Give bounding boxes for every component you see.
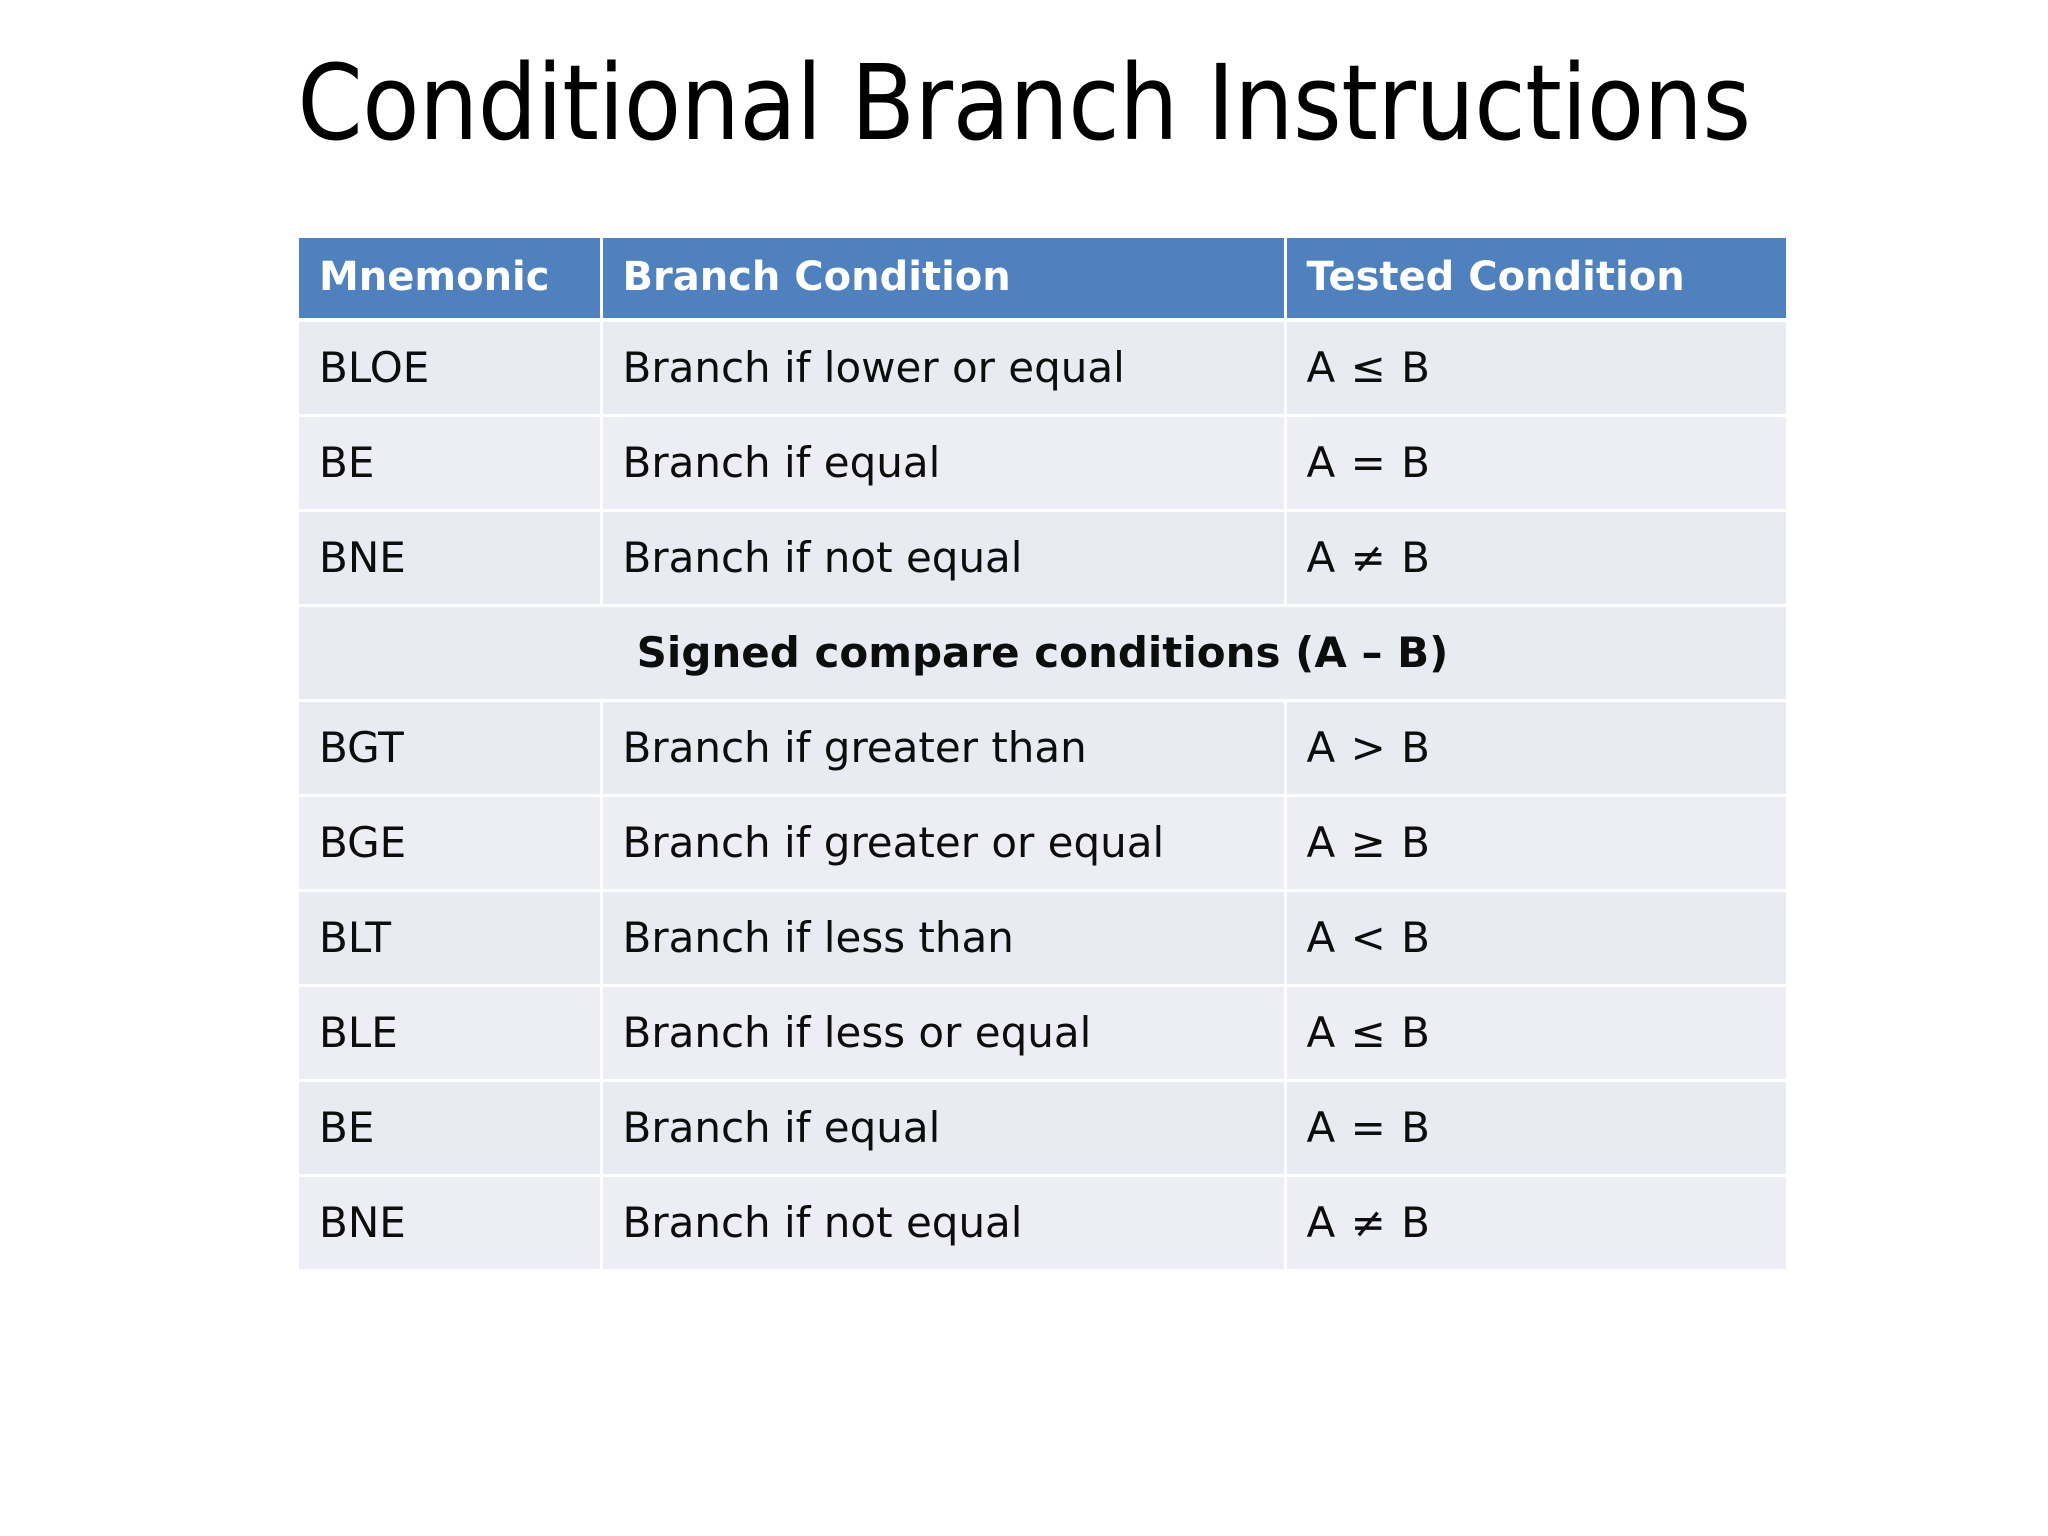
- cell-condition: Branch if lower or equal: [601, 320, 1287, 417]
- cell-condition: Branch if not equal: [601, 1175, 1287, 1272]
- table-row: BNE Branch if not equal A ≠ B: [299, 1175, 1786, 1272]
- cell-mnemonic: BE: [299, 415, 603, 512]
- table-row: BLOE Branch if lower or equal A ≤ B: [299, 320, 1786, 417]
- page-title: Conditional Branch Instructions: [297, 42, 1751, 164]
- table-header: Mnemonic Branch Condition Tested Conditi…: [299, 238, 1786, 322]
- column-header-mnemonic: Mnemonic: [299, 238, 603, 322]
- cell-condition: Branch if not equal: [601, 510, 1287, 607]
- table-row: BNE Branch if not equal A ≠ B: [299, 510, 1786, 607]
- cell-tested: A > B: [1285, 700, 1786, 797]
- column-header-tested-condition: Tested Condition: [1285, 238, 1786, 322]
- table-row: BE Branch if equal A = B: [299, 1080, 1786, 1177]
- cell-mnemonic: BNE: [299, 1175, 603, 1272]
- cell-tested: A < B: [1285, 890, 1786, 987]
- cell-condition: Branch if less than: [601, 890, 1287, 987]
- table-header-row: Mnemonic Branch Condition Tested Conditi…: [299, 238, 1786, 322]
- table-section-row: Signed compare conditions (A – B): [299, 605, 1786, 702]
- section-label: Signed compare conditions (A – B): [299, 605, 1786, 702]
- table-row: BGE Branch if greater or equal A ≥ B: [299, 795, 1786, 892]
- cell-condition: Branch if less or equal: [601, 985, 1287, 1082]
- cell-mnemonic: BLE: [299, 985, 603, 1082]
- cell-tested: A ≠ B: [1285, 510, 1786, 607]
- cell-mnemonic: BGT: [299, 700, 603, 797]
- cell-mnemonic: BE: [299, 1080, 603, 1177]
- table-row: BE Branch if equal A = B: [299, 415, 1786, 512]
- column-header-branch-condition: Branch Condition: [601, 238, 1287, 322]
- table-row: BLT Branch if less than A < B: [299, 890, 1786, 987]
- branch-instruction-table: Mnemonic Branch Condition Tested Conditi…: [299, 238, 1786, 1272]
- cell-tested: A ≥ B: [1285, 795, 1786, 892]
- cell-condition: Branch if equal: [601, 415, 1287, 512]
- cell-tested: A ≤ B: [1285, 320, 1786, 417]
- cell-condition: Branch if greater than: [601, 700, 1287, 797]
- cell-mnemonic: BLT: [299, 890, 603, 987]
- cell-tested: A = B: [1285, 415, 1786, 512]
- cell-tested: A ≤ B: [1285, 985, 1786, 1082]
- cell-tested: A ≠ B: [1285, 1175, 1786, 1272]
- cell-mnemonic: BLOE: [299, 320, 603, 417]
- cell-tested: A = B: [1285, 1080, 1786, 1177]
- table-row: BLE Branch if less or equal A ≤ B: [299, 985, 1786, 1082]
- cell-condition: Branch if equal: [601, 1080, 1287, 1177]
- table-row: BGT Branch if greater than A > B: [299, 700, 1786, 797]
- cell-mnemonic: BGE: [299, 795, 603, 892]
- branch-instruction-table-wrapper: Mnemonic Branch Condition Tested Conditi…: [299, 238, 1786, 1272]
- table-body: BLOE Branch if lower or equal A ≤ B BE B…: [299, 320, 1786, 1272]
- cell-mnemonic: BNE: [299, 510, 603, 607]
- cell-condition: Branch if greater or equal: [601, 795, 1287, 892]
